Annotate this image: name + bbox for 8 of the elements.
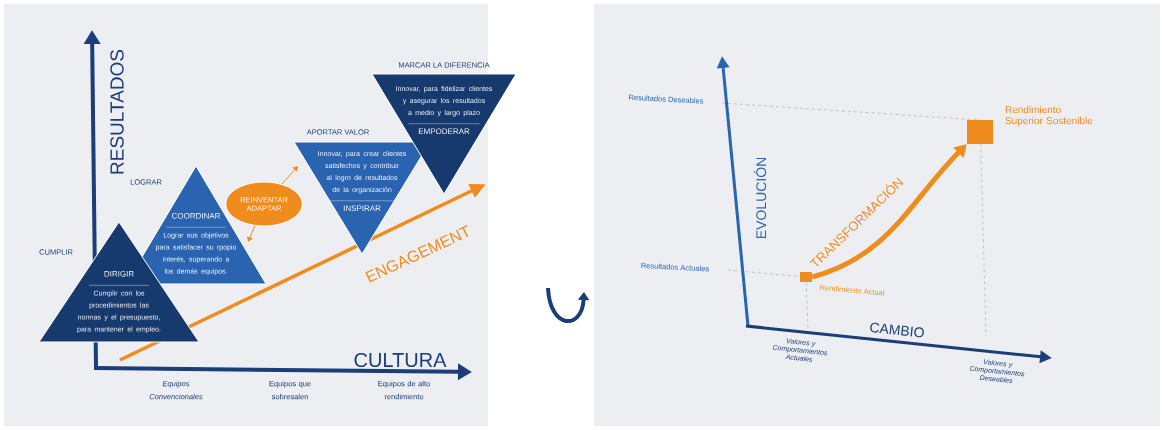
arrow [247, 225, 256, 242]
node-caption: Rendimiento Superior Sostenible [1005, 105, 1093, 127]
arrow [281, 166, 298, 185]
axis-title: CAMBIO [870, 322, 924, 338]
axis-title: EVOLUCIÓN [753, 157, 767, 239]
axis-title: RESULTADOS [110, 49, 124, 174]
arrow [811, 144, 967, 280]
axis-title: CULTURA [354, 352, 447, 368]
